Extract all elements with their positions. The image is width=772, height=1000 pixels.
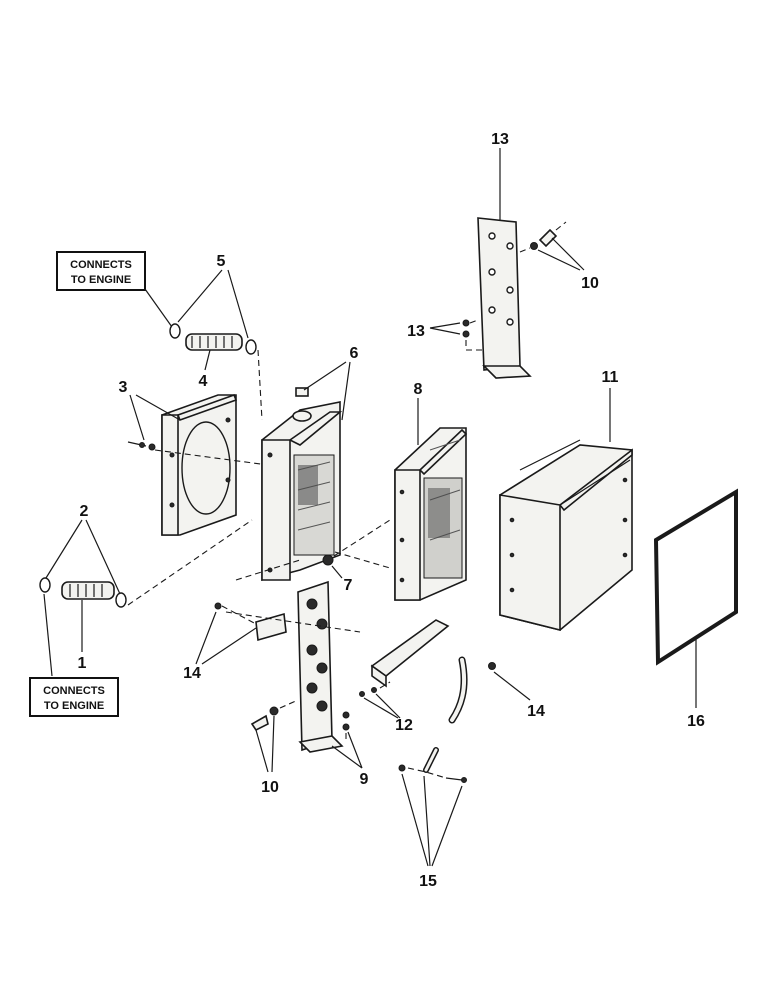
fan-shroud	[161, 393, 238, 536]
leader-12	[363, 693, 401, 719]
callout-top-line1: CONNECTS	[70, 259, 132, 271]
core-screen	[394, 427, 468, 601]
tray-cover-plate	[359, 619, 450, 697]
radiator	[261, 387, 343, 582]
label-16: 16	[687, 713, 705, 730]
label-14b: 14	[527, 703, 545, 720]
label-1: 1	[78, 655, 87, 672]
lower-support-bracket	[297, 580, 344, 753]
callout-bottom-line2: TO ENGINE	[44, 700, 104, 712]
upper-hose-assembly	[169, 323, 257, 355]
leader-2	[45, 519, 121, 595]
shroud-bolt	[127, 441, 156, 451]
label-12: 12	[395, 717, 413, 734]
leader-10-lower	[255, 715, 275, 773]
screen-panel	[653, 488, 738, 666]
label-5: 5	[217, 253, 226, 270]
lower-clamp-hardware	[398, 747, 467, 783]
leader-10-upper	[537, 237, 585, 271]
lower-bracket-hardware	[342, 711, 350, 742]
tube-and-nut	[448, 656, 496, 724]
dashed-upper-hose	[257, 349, 263, 421]
label-4: 4	[199, 373, 208, 390]
callout-bottom-leader	[43, 593, 53, 677]
lower-hose-assembly	[39, 577, 127, 608]
label-6: 6	[350, 345, 359, 362]
callout-connects-to-engine-top: CONNECTS TO ENGINE	[56, 251, 146, 291]
callout-top-leader	[144, 288, 173, 328]
dashed-drain	[333, 519, 391, 569]
lower-bolt-and-washer	[250, 699, 299, 732]
label-3: 3	[119, 379, 128, 396]
leader-14-left	[195, 611, 257, 665]
drain-cock	[322, 554, 334, 566]
leader-4	[204, 349, 211, 371]
label-13a: 13	[491, 131, 509, 148]
leader-9	[331, 731, 363, 769]
label-11: 11	[602, 369, 619, 386]
leader-13b	[429, 322, 461, 335]
label-10a: 10	[581, 275, 599, 292]
label-10b: 10	[261, 779, 279, 796]
fan-guard-housing	[499, 439, 633, 632]
label-2: 2	[80, 503, 89, 520]
callout-connects-to-engine-bottom: CONNECTS TO ENGINE	[29, 677, 119, 717]
upper-bracket	[477, 217, 532, 379]
leader-5	[177, 269, 249, 339]
label-7: 7	[344, 577, 353, 594]
label-13b: 13	[407, 323, 425, 340]
leader-15	[401, 773, 463, 867]
upper-bracket-hardware	[462, 319, 484, 351]
callout-bottom-line1: CONNECTS	[43, 685, 105, 697]
dashed-lower-hose	[127, 519, 253, 606]
label-8: 8	[414, 381, 423, 398]
small-mounting-bracket	[214, 559, 361, 642]
upper-bolt-and-washer	[519, 221, 567, 253]
leader-3	[129, 394, 181, 441]
label-15: 15	[419, 873, 437, 890]
leader-7	[331, 565, 343, 579]
label-9: 9	[360, 771, 369, 788]
callout-top-line2: TO ENGINE	[71, 274, 131, 286]
label-14a: 14	[183, 665, 201, 682]
leader-14-right	[493, 671, 531, 701]
leader-6	[303, 361, 351, 421]
dashed-shroud	[154, 449, 269, 466]
